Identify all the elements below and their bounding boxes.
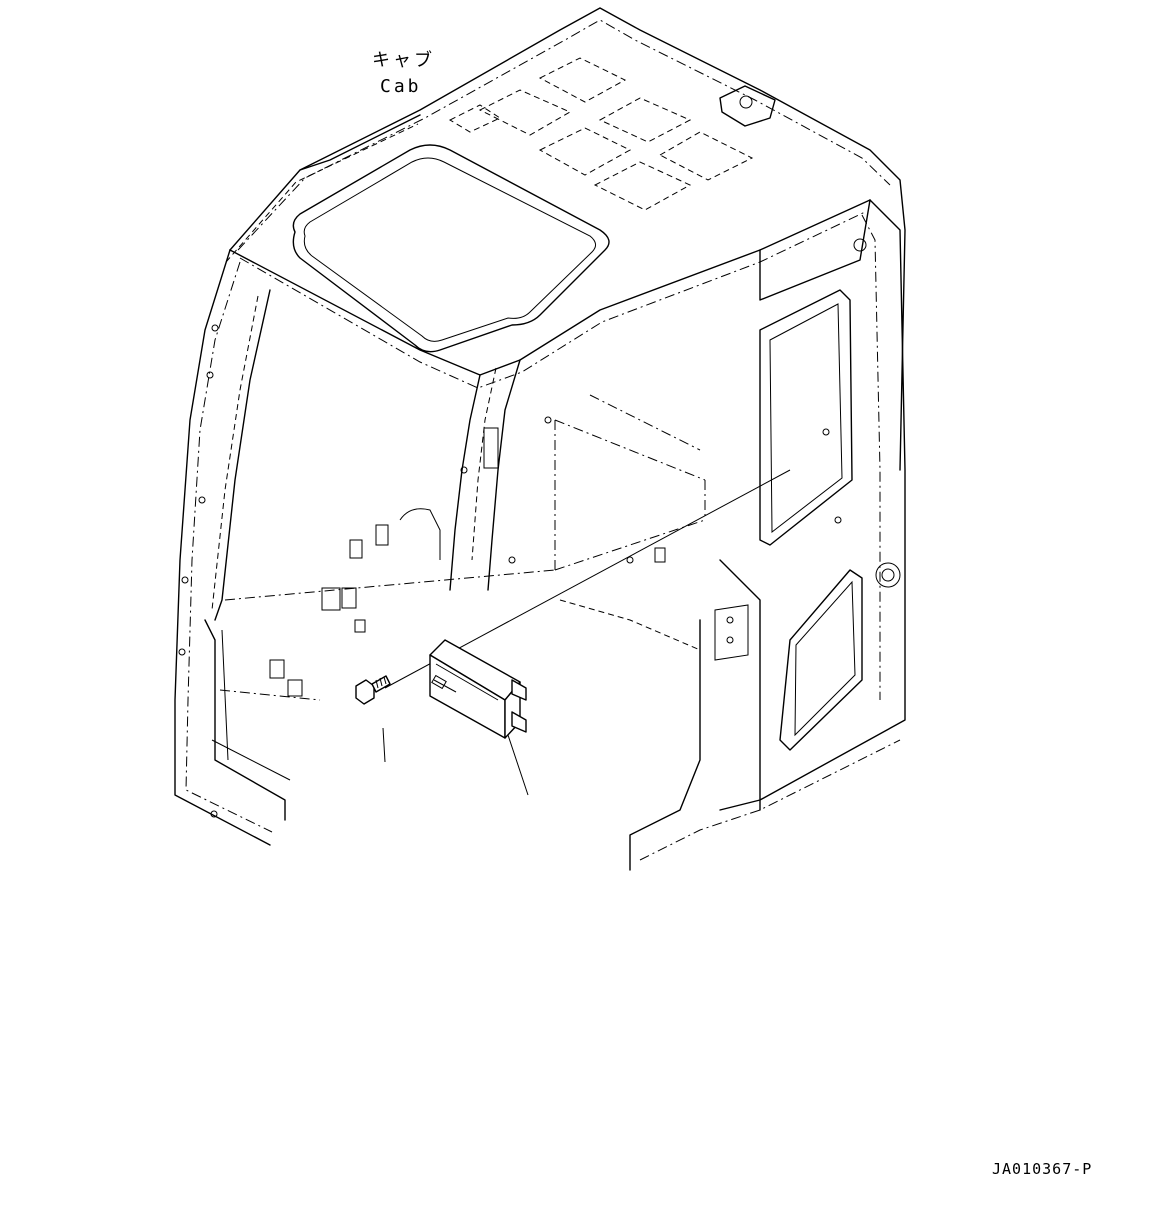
- cab-frame-icon: [225, 7, 906, 471]
- interior-back-wall: [211, 394, 706, 781]
- cab-label-japanese: キャブ: [372, 50, 435, 71]
- cab-label-english: Cab: [380, 76, 422, 97]
- controller-box-icon: [429, 639, 527, 739]
- left-pillar: [174, 249, 286, 846]
- center-pillar: [449, 359, 552, 591]
- leader-line-icon: [382, 469, 791, 796]
- bolt-icon: [355, 675, 391, 705]
- right-side-wall: [629, 199, 906, 871]
- drawing-code: JA010367-P: [992, 1160, 1093, 1178]
